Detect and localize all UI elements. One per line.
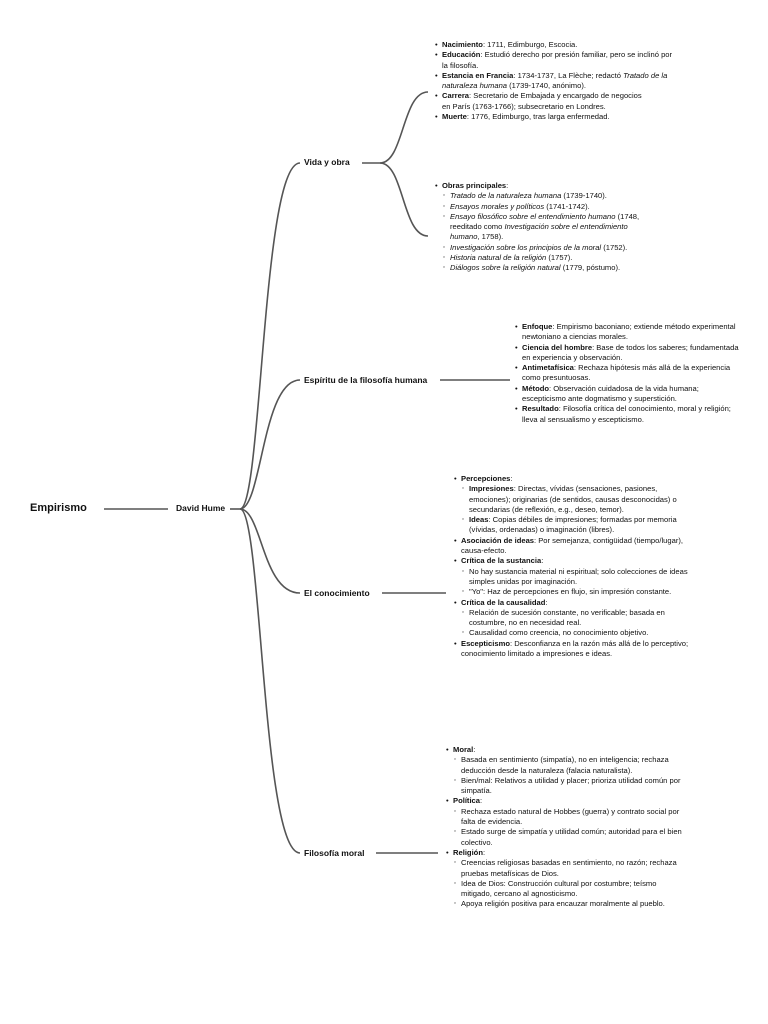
list-item: Ensayo filosófico sobre el entendimiento… [435, 212, 655, 243]
list-item: Creencias religiosas basadas en sentimie… [446, 858, 686, 879]
branch-filosofia-moral: Filosofía moral [304, 848, 365, 858]
vida-biografia-block: Nacimiento: 1711, Edimburgo, Escocia. Ed… [435, 40, 675, 123]
list-item: Tratado de la naturaleza humana (1739-17… [435, 191, 665, 202]
center-node-david-hume: David Hume [176, 503, 226, 513]
list-item: Apoya religión positiva para encauzar mo… [446, 899, 686, 910]
list-item: Escepticismo: Desconfianza en la razón m… [454, 639, 694, 660]
list-item: Causalidad como creencia, no conocimient… [454, 628, 694, 639]
list-item: Crítica de la causalidad: [454, 598, 694, 609]
list-item: Educación: Estudió derecho por presión f… [435, 50, 675, 71]
list-item: Diálogos sobre la religión natural (1779… [435, 263, 665, 274]
list-item: Estancia en Francia: 1734-1737, La Flèch… [435, 71, 675, 92]
list-item: Resultado: Filosofía crítica del conocim… [515, 404, 740, 425]
hume-to-vida-line [239, 162, 301, 510]
list-item: Bien/mal: Relativos a utilidad y placer;… [446, 776, 686, 797]
list-item: Estado surge de simpatía y utilidad comú… [446, 827, 686, 848]
list-item: Muerte: 1776, Edimburgo, tras larga enfe… [435, 112, 675, 123]
list-item: Percepciones: [454, 474, 694, 485]
list-item: Investigación sobre los principios de la… [435, 243, 665, 254]
root-node-empirismo: Empirismo [30, 502, 87, 514]
moral-block: Moral: Basada en sentimiento (simpatía),… [446, 745, 686, 910]
list-item: Carrera: Secretario de Embajada y encarg… [435, 91, 647, 112]
list-item: Relación de sucesión constante, no verif… [454, 608, 694, 629]
list-item: Rechaza estado natural de Hobbes (guerra… [446, 807, 686, 828]
hume-to-espiritu-line [239, 379, 301, 510]
list-item: Ciencia del hombre: Base de todos los sa… [515, 343, 740, 364]
list-item: Impresiones: Directas, vívidas (sensacio… [454, 484, 694, 515]
branch-el-conocimiento: El conocimiento [304, 588, 370, 598]
list-item: Moral: [446, 745, 686, 756]
list-item: Religión: [446, 848, 686, 859]
conocimiento-block: Percepciones: Impresiones: Directas, vív… [454, 474, 694, 659]
list-item: Antimetafísica: Rechaza hipótesis más al… [515, 363, 740, 384]
hume-to-conocimiento-line [239, 508, 301, 594]
list-item: Idea de Dios: Construcción cultural por … [446, 879, 686, 900]
vida-obras-block: Obras principales: Tratado de la natural… [435, 181, 665, 274]
list-item: Historia natural de la religión (1757). [435, 253, 665, 264]
list-item: Ideas: Copias débiles de impresiones; fo… [454, 515, 694, 536]
branch-espiritu-filosofia: Espíritu de la filosofía humana [304, 375, 428, 385]
list-item: "Yo": Haz de percepciones en flujo, sin … [454, 587, 694, 598]
vida-to-block1-line [379, 91, 429, 164]
hume-to-moral-line [239, 508, 301, 854]
list-item: Asociación de ideas: Por semejanza, cont… [454, 536, 694, 557]
list-item: Obras principales: [435, 181, 665, 192]
list-item: Enfoque: Empirismo baconiano; extiende m… [515, 322, 740, 343]
branch-vida-y-obra: Vida y obra [304, 157, 350, 167]
list-item: Política: [446, 796, 686, 807]
list-item: Ensayos morales y políticos (1741-1742). [435, 202, 665, 213]
list-item: No hay sustancia material ni espiritual;… [454, 567, 694, 588]
vida-to-block2-line [379, 162, 429, 237]
list-item: Método: Observación cuidadosa de la vida… [515, 384, 740, 405]
list-item: Basada en sentimiento (simpatía), no en … [446, 755, 686, 776]
list-item: Crítica de la sustancia: [454, 556, 694, 567]
espiritu-block: Enfoque: Empirismo baconiano; extiende m… [515, 322, 740, 425]
list-item: Nacimiento: 1711, Edimburgo, Escocia. [435, 40, 675, 51]
